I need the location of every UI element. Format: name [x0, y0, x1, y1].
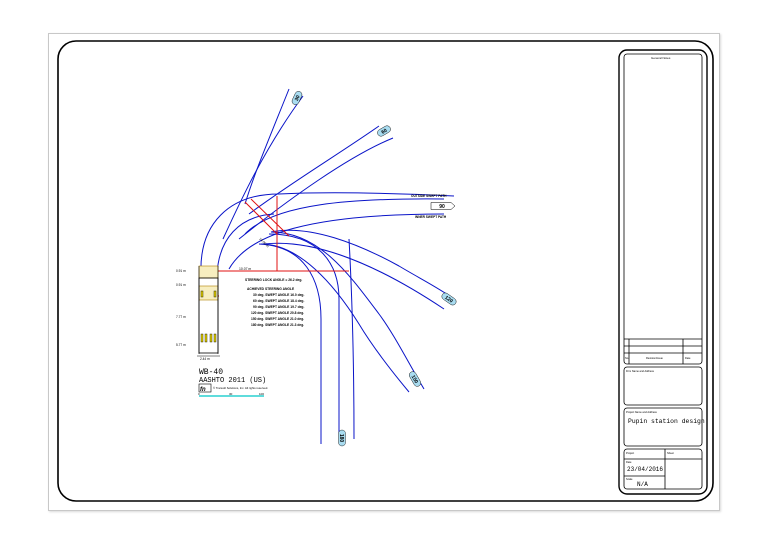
path-150-a [270, 231, 425, 390]
design-vehicle [197, 265, 220, 357]
project-name: Pupin station design [628, 418, 705, 425]
path-180-a [268, 233, 340, 439]
vehicle-wheels [200, 290, 217, 343]
radius-dimension: 14.00 m [258, 237, 270, 249]
firm-box [623, 366, 703, 406]
turn-badge-60: 60 [377, 125, 391, 137]
general-notes-label: General Notes [651, 56, 671, 60]
inner-path-note: INNER SWEPT PATH [415, 215, 447, 219]
vehicle-dimension-labels: 0.91 m 0.91 m 7.77 m 5.77 m 2.44 m [176, 269, 210, 361]
path-60-a [248, 125, 380, 215]
scale-end: 100 [259, 392, 264, 396]
title-block-text: General Notes No. Revision/Issue Date Fi… [625, 56, 705, 488]
date-label: Date [626, 460, 632, 464]
turn-badge-150: 150 [409, 371, 421, 387]
vehicle-dim-3: 7.77 m [176, 315, 186, 319]
diag-dim-a [244, 201, 278, 235]
scale-labels: 0 30 100 [198, 392, 264, 396]
turn-badge-90: 90 [430, 202, 456, 210]
path-60-b [238, 137, 394, 240]
scale-label: Scale [626, 477, 633, 481]
outer-swept-path [200, 192, 455, 275]
path-30-a [244, 88, 290, 205]
copyright-note: © Transoft Solutions, Inc. All rights re… [213, 386, 268, 390]
svg-text:120: 120 [443, 295, 453, 305]
vehicle-dim-1: 0.91 m [176, 269, 186, 273]
steering-row-30: 30 deg. SWEPT ANGLE 16.0 deg. [253, 293, 304, 297]
steering-row-180: 180 deg. SWEPT ANGLE 21.3 deg. [251, 323, 304, 327]
scale-value: N/A [637, 481, 648, 488]
scale-start: 0 [198, 392, 200, 396]
turn-angle-badges: 30 60 90 120 150 180 [291, 91, 457, 447]
vendor-logo-text: fn [200, 387, 206, 393]
sheet-border [57, 40, 714, 502]
turn-badge-30: 30 [291, 91, 303, 105]
inner-lead-path [216, 213, 275, 275]
diag-dim-b [250, 198, 290, 237]
vehicle-dim-2: 0.91 m [176, 283, 186, 287]
vehicle-standard: AASHTO 2011 (US) [199, 377, 266, 385]
svg-text:90: 90 [439, 204, 445, 210]
steering-lock: STEERING LOCK ANGLE = 26.2 deg. [245, 278, 302, 282]
info-box [623, 448, 703, 490]
vendor-logo [198, 383, 212, 393]
firm-label: Firm Name and Address [626, 369, 655, 373]
steering-row-120: 120 deg. SWEPT ANGLE 20.8 deg. [251, 311, 304, 315]
path-150-b [260, 243, 410, 393]
steering-notes: STEERING LOCK ANGLE = 26.2 deg. ACHIEVED… [245, 278, 304, 327]
svg-text:30: 30 [294, 94, 302, 102]
cad-drawing: 10.07 m 14.00 m 0.91 m 0.91 m 7.77 m 5.7… [57, 40, 714, 502]
vehicle-dim-4: 5.77 m [176, 343, 186, 347]
rev-col-desc: Revision/Issue [646, 356, 663, 360]
project-label: Project Name and Address [626, 410, 658, 414]
path-90-inner [228, 213, 445, 270]
steering-row-60: 60 deg. SWEPT ANGLE 18.4 deg. [253, 299, 304, 303]
vehicle-width: 2.44 m [200, 357, 210, 361]
project-short-label: Project [626, 451, 634, 455]
turn-badge-120: 120 [441, 292, 457, 306]
drawing-sheet: 10.07 m 14.00 m 0.91 m 0.91 m 7.77 m 5.7… [48, 33, 720, 511]
path-120-b [263, 242, 445, 310]
path-180-c [348, 238, 355, 440]
vehicle-model: WB-40 [199, 368, 223, 377]
path-180-b [258, 243, 322, 444]
title-block [618, 49, 708, 495]
outer-path-note: OUTSIDE SWEPT PATH [411, 194, 447, 198]
title-block-frame [618, 49, 708, 495]
general-notes-box [623, 53, 703, 365]
turn-badge-180: 180 [338, 429, 346, 447]
rev-col-no: No. [625, 356, 629, 360]
path-120-a [270, 229, 455, 300]
vehicle-cab [198, 265, 219, 279]
svg-text:150: 150 [410, 374, 419, 384]
scale-mid: 30 [229, 392, 233, 396]
steering-row-90: 90 deg. SWEPT ANGLE 19.7 deg. [253, 305, 304, 309]
steering-row-150: 150 deg. SWEPT ANGLE 21.0 deg. [251, 317, 304, 321]
sheet-short-label: Sheet [667, 451, 674, 455]
steering-header: ACHIEVED STEERING ANGLE [247, 287, 295, 291]
svg-text:180: 180 [338, 434, 344, 443]
svg-text:60: 60 [380, 128, 388, 136]
offset-dimension: 10.07 m [239, 267, 251, 271]
project-box [623, 407, 703, 447]
path-30-b [222, 95, 304, 240]
drawing-date: 23/04/2016 [627, 466, 663, 473]
rev-col-date: Date [685, 356, 691, 360]
